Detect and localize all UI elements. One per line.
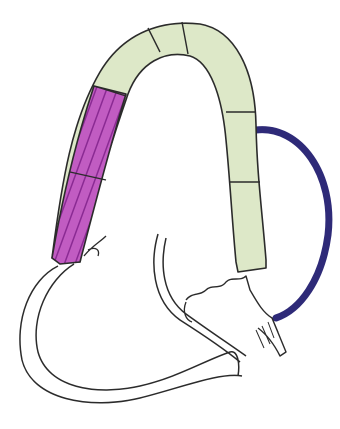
lower-loop-inner — [36, 264, 239, 390]
bypass-loop — [256, 130, 329, 318]
striped-segment — [52, 86, 126, 264]
central-thin-curve-inner — [163, 238, 246, 356]
clipped-stub — [186, 276, 286, 356]
junction-tie — [184, 302, 192, 322]
left-clip — [84, 236, 106, 256]
lower-loop-outer — [20, 266, 242, 403]
stub-fringe — [256, 318, 278, 348]
